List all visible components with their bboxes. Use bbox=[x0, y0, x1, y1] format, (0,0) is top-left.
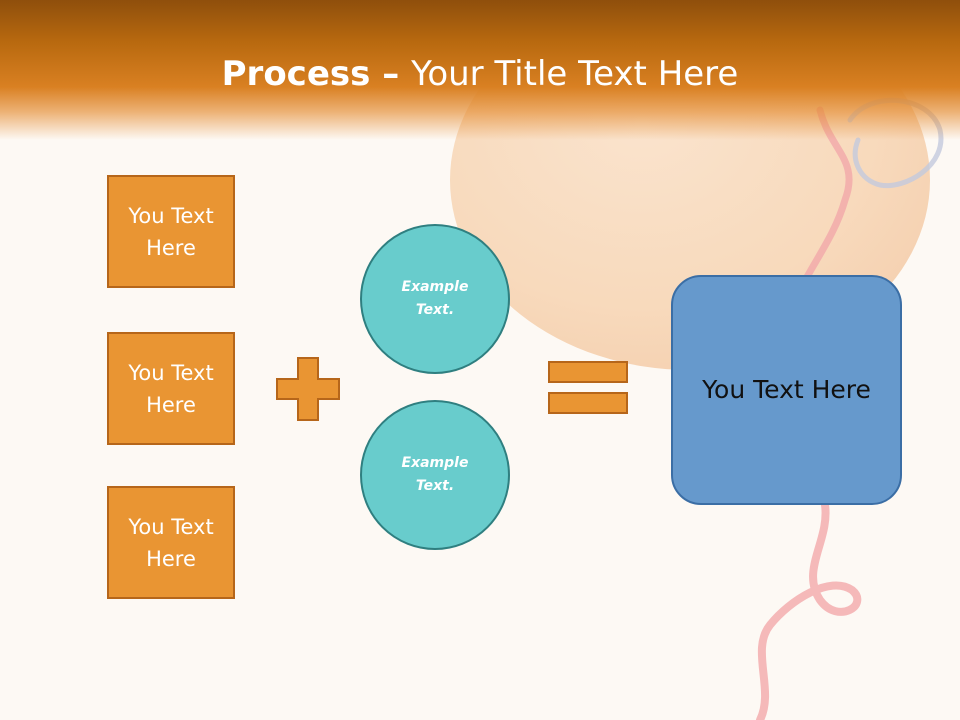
input-box-2: You Text Here bbox=[107, 332, 235, 445]
input-box-1: You Text Here bbox=[107, 175, 235, 288]
input-box-label: You Text Here bbox=[128, 360, 214, 417]
input-box-label: You Text Here bbox=[128, 203, 214, 260]
equals-icon bbox=[548, 361, 628, 414]
input-box-3: You Text Here bbox=[107, 486, 235, 599]
plus-icon bbox=[276, 357, 340, 421]
result-label: You Text Here bbox=[702, 375, 871, 404]
example-circle-1: Example Text. bbox=[360, 224, 510, 374]
example-circle-2: Example Text. bbox=[360, 400, 510, 550]
title-text: Your Title Text Here bbox=[411, 54, 739, 94]
result-box: You Text Here bbox=[671, 275, 902, 505]
title-bold: Process bbox=[221, 54, 371, 94]
title-separator: – bbox=[370, 54, 412, 94]
circle-label: Example Text. bbox=[401, 455, 469, 494]
input-box-label: You Text Here bbox=[128, 514, 214, 571]
circle-label: Example Text. bbox=[401, 279, 469, 318]
page-title: Process – Your Title Text Here bbox=[0, 52, 960, 96]
title-bar bbox=[0, 0, 960, 140]
